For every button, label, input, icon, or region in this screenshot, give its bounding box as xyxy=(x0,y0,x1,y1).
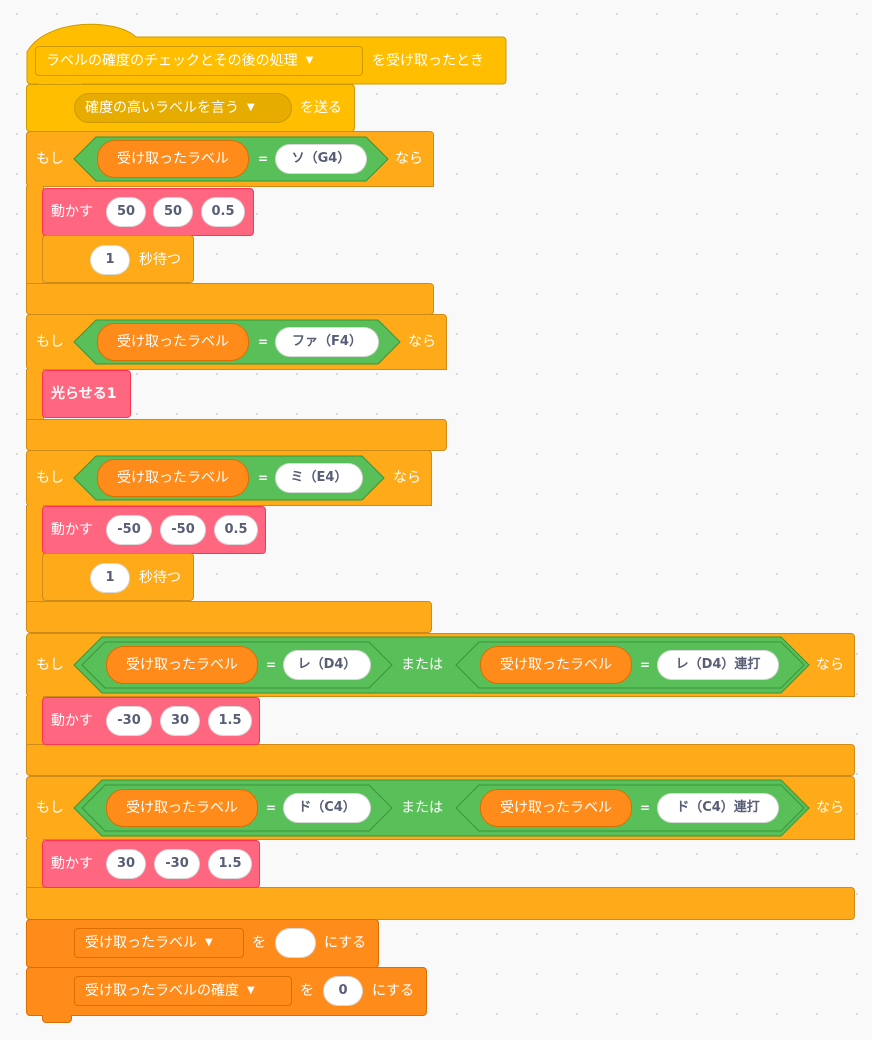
wait-seconds-input[interactable]: 1 xyxy=(90,563,130,593)
if-label: もし xyxy=(36,800,64,816)
broadcast-block[interactable]: 確度の高いラベルを言う▼ を送る xyxy=(26,84,355,132)
move-arg-input[interactable]: -30 xyxy=(106,706,152,736)
if-block-footer xyxy=(26,744,855,776)
received-label-variable-reporter[interactable]: 受け取ったラベル xyxy=(97,323,249,361)
move-arg-input[interactable]: 50 xyxy=(106,197,146,227)
received-label-variable-reporter[interactable]: 受け取ったラベル xyxy=(480,646,632,684)
move-label: 動かす xyxy=(51,204,93,220)
condition-value-input[interactable]: レ（D4）連打 xyxy=(657,650,779,680)
equals-sign: = xyxy=(258,335,269,349)
condition-value-input[interactable]: ミ（E4） xyxy=(275,463,363,493)
equals-sign: = xyxy=(258,471,269,485)
chevron-down-icon: ▼ xyxy=(247,102,255,113)
variable-dropdown[interactable]: 受け取ったラベルの確度▼ xyxy=(74,976,292,1006)
wait-seconds-input[interactable]: 1 xyxy=(90,245,130,275)
move-label: 動かす xyxy=(51,856,93,872)
received-label-variable-reporter[interactable]: 受け取ったラベル xyxy=(97,140,249,178)
if-block-footer xyxy=(26,887,855,920)
move-arg-input[interactable]: 0.5 xyxy=(201,197,245,227)
move-arg-input[interactable]: -30 xyxy=(154,849,200,879)
equals-sign: = xyxy=(640,801,651,815)
light-block[interactable] xyxy=(42,370,131,418)
move-block[interactable] xyxy=(42,840,260,888)
light-label: 光らせる1 xyxy=(51,386,117,402)
set-value-input[interactable]: 0 xyxy=(323,976,363,1006)
equals-sign: = xyxy=(266,801,277,815)
set-value-input[interactable] xyxy=(275,928,316,958)
broadcast-message-dropdown[interactable]: 確度の高いラベルを言う▼ xyxy=(74,93,292,123)
if-label: もし xyxy=(36,657,64,673)
equals-sign: = xyxy=(258,152,269,166)
set-suffix-label: にする xyxy=(324,935,367,951)
move-label: 動かす xyxy=(51,713,93,729)
variable-dropdown[interactable]: 受け取ったラベル▼ xyxy=(74,928,244,958)
or-label: または xyxy=(401,800,443,816)
if-block-footer xyxy=(26,283,434,315)
if-label: もし xyxy=(36,334,64,350)
if-block-footer xyxy=(26,419,447,451)
block-bottom-notch xyxy=(42,1015,72,1023)
move-arg-input[interactable]: 50 xyxy=(153,197,193,227)
received-label-variable-reporter[interactable]: 受け取ったラベル xyxy=(106,646,258,684)
move-arg-input[interactable]: 1.5 xyxy=(208,849,252,879)
when-i-receive-hat-block[interactable]: ラベルの確度のチェックとその後の処理▼ を受け取ったとき xyxy=(26,18,507,86)
then-label: なら xyxy=(393,470,421,486)
if-block-footer xyxy=(26,601,432,633)
or-label: または xyxy=(401,657,443,673)
to-label: を xyxy=(252,935,266,951)
move-arg-input[interactable]: 30 xyxy=(106,849,146,879)
equals-sign: = xyxy=(266,658,277,672)
if-label: もし xyxy=(36,151,64,167)
received-label-variable-reporter[interactable]: 受け取ったラベル xyxy=(97,459,249,497)
condition-value-input[interactable]: ファ（F4） xyxy=(275,327,379,357)
received-label-variable-reporter[interactable]: 受け取ったラベル xyxy=(106,789,258,827)
condition-value-input[interactable]: ソ（G4） xyxy=(275,144,367,174)
move-label: 動かす xyxy=(51,522,93,538)
move-arg-input[interactable]: 0.5 xyxy=(214,515,258,545)
then-label: なら xyxy=(816,800,844,816)
message-dropdown[interactable]: ラベルの確度のチェックとその後の処理▼ xyxy=(35,46,363,76)
condition-value-input[interactable]: レ（D4） xyxy=(283,650,371,680)
set-suffix-label: にする xyxy=(372,983,415,999)
wait-label: 秒待つ xyxy=(139,252,181,268)
equals-sign: = xyxy=(640,658,651,672)
broadcast-suffix-label: を送る xyxy=(300,100,342,116)
condition-value-input[interactable]: ド（C4）連打 xyxy=(657,793,779,823)
chevron-down-icon: ▼ xyxy=(305,55,314,66)
if-label: もし xyxy=(36,470,64,486)
move-arg-input[interactable]: -50 xyxy=(106,515,152,545)
to-label: を xyxy=(300,983,314,999)
move-arg-input[interactable]: 30 xyxy=(160,706,200,736)
then-label: なら xyxy=(816,657,844,673)
then-label: なら xyxy=(408,334,436,350)
move-arg-input[interactable]: 1.5 xyxy=(208,706,252,736)
hat-suffix-label: を受け取ったとき xyxy=(372,53,484,69)
move-arg-input[interactable]: -50 xyxy=(160,515,206,545)
received-label-variable-reporter[interactable]: 受け取ったラベル xyxy=(480,789,632,827)
condition-value-input[interactable]: ド（C4） xyxy=(283,793,371,823)
chevron-down-icon: ▼ xyxy=(205,937,213,948)
wait-label: 秒待つ xyxy=(139,570,181,586)
then-label: なら xyxy=(395,151,423,167)
chevron-down-icon: ▼ xyxy=(247,985,255,996)
